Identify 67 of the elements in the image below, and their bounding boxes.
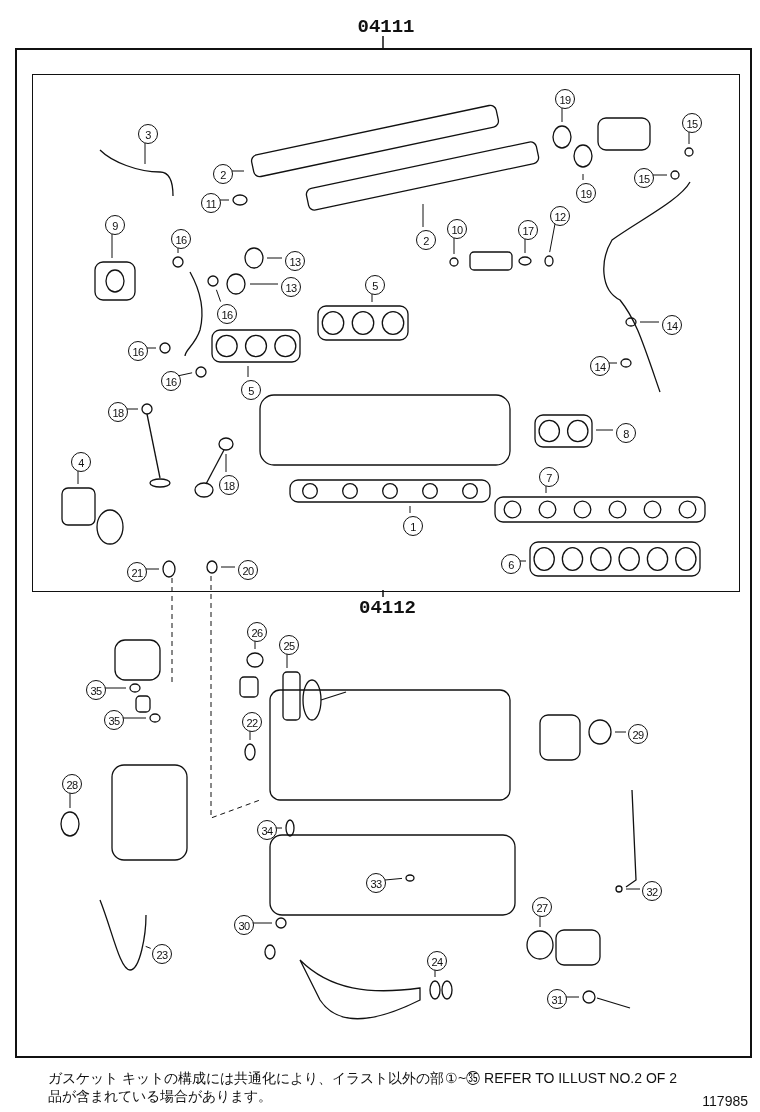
- leader-line: [266, 257, 283, 259]
- callout-number: 22: [242, 712, 262, 732]
- leader-line: [383, 877, 403, 881]
- callout-number: 17: [518, 220, 538, 240]
- callout-number: 2: [416, 230, 436, 250]
- callout-number: 33: [366, 873, 386, 893]
- callout-number: 13: [285, 251, 305, 271]
- callout-number: 16: [128, 341, 148, 361]
- kit-number: 04111: [357, 16, 415, 38]
- callout-number: 20: [238, 560, 258, 580]
- callout-number: 28: [62, 774, 82, 794]
- leader-line: [249, 283, 279, 285]
- callout-number: 16: [161, 371, 181, 391]
- callout-number: 35: [104, 710, 124, 730]
- callout-number: 1: [403, 516, 423, 536]
- callout-number: 24: [427, 951, 447, 971]
- callout-number: 26: [247, 622, 267, 642]
- callout-number: 31: [547, 989, 567, 1009]
- callout-number: 14: [662, 315, 682, 335]
- callout-number: 3: [138, 124, 158, 144]
- callout-number: 27: [532, 897, 552, 917]
- callout-number: 23: [152, 944, 172, 964]
- callout-number: 16: [217, 304, 237, 324]
- callout-number: 12: [550, 206, 570, 226]
- callout-number: 5: [241, 380, 261, 400]
- callout-number: 19: [555, 89, 575, 109]
- callout-number: 18: [108, 402, 128, 422]
- leader-line: [215, 289, 222, 303]
- callout-number: 4: [71, 452, 91, 472]
- callout-number: 14: [590, 356, 610, 376]
- callout-number: 6: [501, 554, 521, 574]
- leader-line: [225, 453, 227, 473]
- leader-line: [220, 566, 236, 568]
- callout-number: 7: [539, 467, 559, 487]
- callout-number: 25: [279, 635, 299, 655]
- callout-number: 11: [201, 193, 221, 213]
- leader-line: [614, 731, 627, 733]
- callout-number: 34: [257, 820, 277, 840]
- leader-line: [639, 321, 660, 323]
- callout-number: 2: [213, 164, 233, 184]
- callout-number: 9: [105, 215, 125, 235]
- callout-number: 32: [642, 881, 662, 901]
- callout-number: 15: [634, 168, 654, 188]
- callout-number: 16: [171, 229, 191, 249]
- leader-line: [177, 372, 193, 377]
- reference-note: ①~㉟ REFER TO ILLUST NO.2 OF 2: [445, 1070, 678, 1086]
- callout-number: 5: [365, 275, 385, 295]
- callout-number: 8: [616, 423, 636, 443]
- callout-number: 13: [281, 277, 301, 297]
- leader-line: [409, 505, 411, 514]
- kit-number: 04112: [359, 597, 416, 619]
- leader-line: [145, 945, 152, 949]
- callout-number: 15: [682, 113, 702, 133]
- leader-line: [247, 365, 249, 378]
- note-text: ガスケット キットの構成には共通化により、イラスト以外の部品が含まれている場合があります。: [48, 1070, 445, 1106]
- callout-number: 29: [628, 724, 648, 744]
- illustration-number: 117985: [701, 1093, 748, 1109]
- callout-number: 35: [86, 680, 106, 700]
- callout-number: 18: [219, 475, 239, 495]
- callout-number: 10: [447, 219, 467, 239]
- callout-number: 21: [127, 562, 147, 582]
- callout-number: 30: [234, 915, 254, 935]
- leader-line: [595, 429, 614, 431]
- leader-line: [625, 888, 641, 890]
- callout-number: 19: [576, 183, 596, 203]
- leader-line: [422, 203, 424, 228]
- leader-line: [582, 173, 584, 181]
